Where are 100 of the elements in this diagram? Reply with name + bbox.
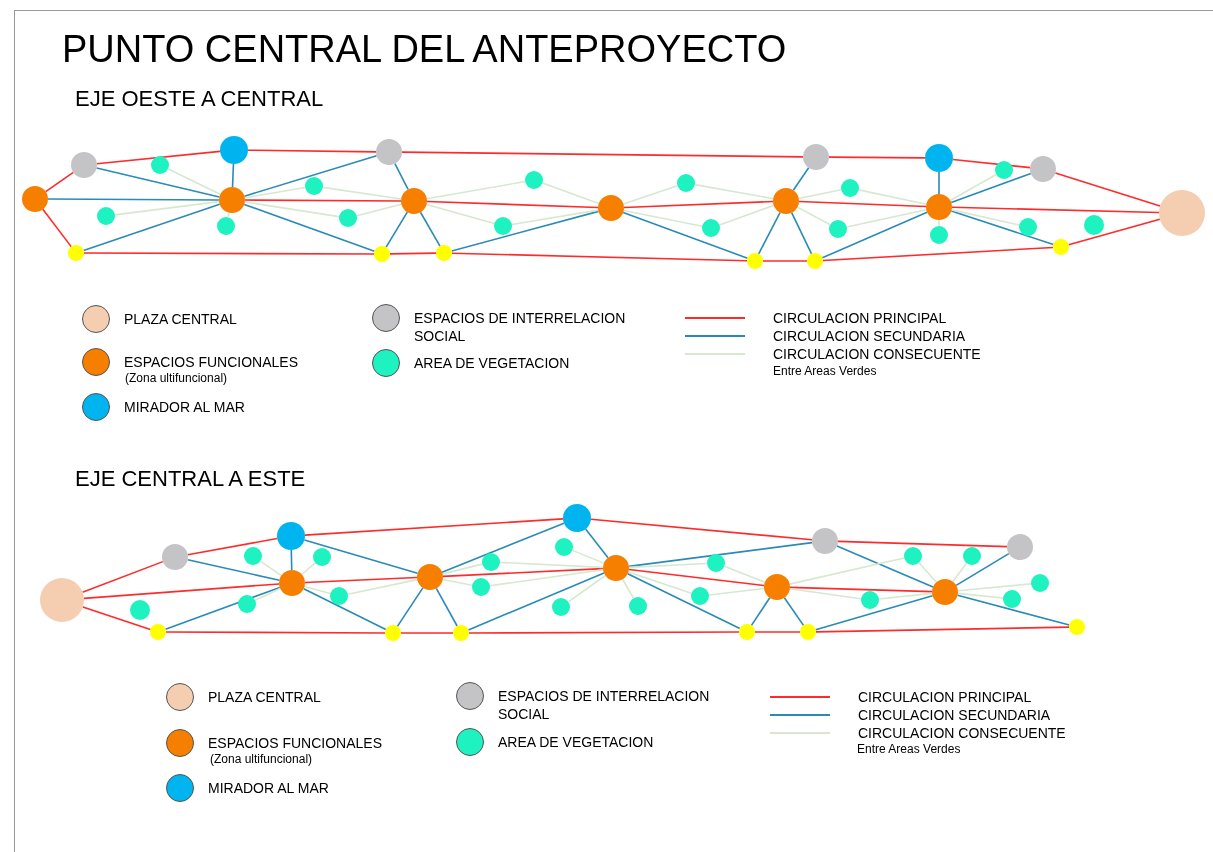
connector-line bbox=[187, 537, 279, 556]
connector-line bbox=[858, 189, 928, 206]
connector-line bbox=[627, 571, 693, 594]
legend-text: AREA DE VEGETACION bbox=[498, 733, 655, 751]
connector-line bbox=[290, 549, 293, 571]
connector-line bbox=[254, 587, 282, 601]
connector-line bbox=[468, 631, 740, 634]
connector-line bbox=[302, 587, 387, 631]
connector-line bbox=[435, 587, 458, 627]
connector-line bbox=[355, 203, 403, 217]
connector-line bbox=[259, 560, 283, 577]
connector-line bbox=[584, 528, 609, 559]
connector-line bbox=[788, 557, 906, 585]
connector-line bbox=[441, 563, 484, 575]
connector-line bbox=[952, 562, 968, 583]
connector-line bbox=[718, 204, 775, 226]
connector-line bbox=[44, 171, 75, 193]
legend-note: Entre Areas Verdes bbox=[773, 365, 877, 377]
connector-line bbox=[301, 562, 316, 576]
connector-line bbox=[950, 209, 1020, 226]
connector-line bbox=[1067, 218, 1161, 246]
legend-text: AREA DE VEGETACION bbox=[414, 354, 571, 372]
connector-line bbox=[626, 572, 741, 630]
connector-line bbox=[400, 632, 454, 634]
connector-line bbox=[938, 171, 940, 195]
connector-line bbox=[95, 167, 221, 198]
connector-line bbox=[244, 201, 340, 218]
connector-line bbox=[396, 587, 424, 628]
connector-line bbox=[789, 588, 862, 600]
connector-line bbox=[815, 626, 1070, 633]
connector-line bbox=[114, 200, 220, 216]
connector-line bbox=[303, 539, 419, 575]
connector-line bbox=[950, 210, 1055, 246]
connector-line bbox=[792, 166, 810, 192]
connector-line bbox=[789, 586, 933, 593]
connector-line bbox=[750, 597, 771, 627]
legend-text: ESPACIOS DE INTERRELACION SOCIAL bbox=[414, 309, 627, 345]
connector-line bbox=[303, 585, 332, 595]
connector-line bbox=[304, 518, 564, 536]
title: PUNTO CENTRAL DEL ANTEPROYECTO bbox=[62, 30, 787, 68]
connector-line bbox=[96, 150, 221, 165]
connector-line bbox=[918, 561, 938, 584]
connector-line bbox=[798, 200, 927, 208]
connector-line bbox=[590, 518, 813, 541]
connector-line bbox=[511, 209, 599, 226]
connector-line bbox=[451, 252, 748, 262]
connector-line bbox=[467, 572, 605, 631]
legend-text: CIRCULACION SECUNDARIA bbox=[858, 706, 1052, 724]
connector-line bbox=[231, 163, 235, 188]
connector-line bbox=[322, 186, 402, 200]
legend-text: ESPACIOS FUNCIONALES bbox=[208, 734, 383, 752]
connector-line bbox=[938, 219, 940, 227]
connector-line bbox=[442, 567, 604, 578]
connector-line bbox=[955, 552, 1010, 587]
connector-line bbox=[385, 211, 409, 248]
connector-line bbox=[186, 559, 281, 581]
connector-line bbox=[822, 246, 1054, 262]
connector-line bbox=[878, 592, 933, 600]
section-heading: EJE CENTRAL A ESTE bbox=[75, 468, 306, 490]
connector-line bbox=[623, 200, 774, 209]
connector-line bbox=[541, 182, 600, 205]
connector-line bbox=[165, 631, 386, 634]
connector-line bbox=[814, 594, 934, 631]
legend-text: CIRCULACION PRINCIPAL bbox=[858, 688, 1033, 706]
connector-line bbox=[450, 210, 600, 252]
connector-line bbox=[957, 583, 1032, 592]
connector-line bbox=[790, 211, 813, 255]
connector-line bbox=[394, 162, 409, 191]
connector-line bbox=[164, 586, 281, 631]
connector-line bbox=[425, 203, 496, 225]
connector-line bbox=[754, 631, 801, 633]
connector-line bbox=[489, 569, 604, 587]
legend-note: (Zona ultifuncional) bbox=[125, 372, 228, 384]
legend-text: PLAZA CENTRAL bbox=[124, 310, 238, 328]
connector-line bbox=[47, 198, 220, 201]
connector-line bbox=[244, 199, 402, 202]
connector-line bbox=[243, 203, 376, 253]
connector-line bbox=[401, 151, 804, 158]
connector-line bbox=[628, 541, 813, 568]
connector-line bbox=[81, 560, 164, 593]
legend-note: (Zona ultifuncional) bbox=[210, 753, 313, 765]
connector-line bbox=[347, 578, 419, 595]
connector-line bbox=[628, 568, 765, 587]
section-heading: EJE OESTE A CENTRAL bbox=[75, 88, 324, 110]
connector-line bbox=[247, 149, 377, 153]
connector-line bbox=[951, 206, 1160, 214]
connector-line bbox=[828, 156, 926, 159]
connector-line bbox=[82, 203, 221, 252]
connector-line bbox=[622, 185, 679, 205]
connector-line bbox=[796, 206, 831, 226]
connector-line bbox=[783, 596, 805, 627]
connector-line bbox=[1054, 172, 1161, 207]
legend-text: MIRADOR AL MAR bbox=[124, 398, 246, 416]
connector-line bbox=[389, 252, 437, 255]
connector-line bbox=[499, 561, 604, 569]
connector-line bbox=[949, 173, 997, 202]
connector-line bbox=[441, 522, 565, 573]
connector-line bbox=[82, 606, 152, 631]
connector-line bbox=[950, 172, 1032, 204]
connector-line bbox=[708, 587, 765, 596]
